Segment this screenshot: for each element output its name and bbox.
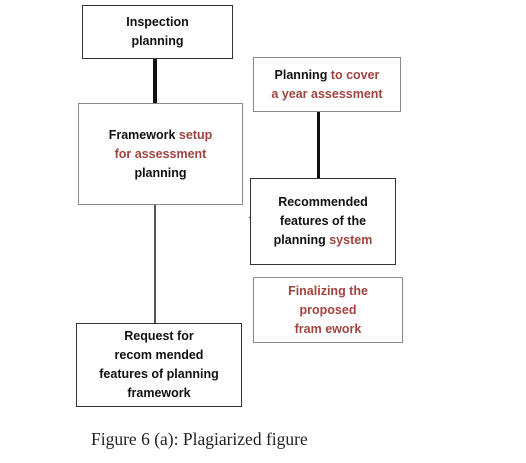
request-features-box: Request for recom mended features of pla… xyxy=(76,323,242,407)
planning-cover-box: Planning to cover a year assessment xyxy=(253,57,401,112)
request-features-line1: Request for xyxy=(124,329,194,343)
recommended-features-line1: Recommended xyxy=(278,195,368,209)
inspection-planning-line2: planning xyxy=(131,34,184,48)
recommended-features-line3-red: system xyxy=(329,233,373,247)
inspection-planning-box: Inspection planning xyxy=(82,5,233,59)
planning-cover-line1: Planning to cover xyxy=(271,66,382,85)
framework-setup-line1-black: Framework xyxy=(108,127,179,142)
figure-caption: Figure 6 (a): Plagiarized figure xyxy=(91,429,308,449)
planning-cover-line2: a year assessment xyxy=(271,86,383,101)
connector-framework-to-request xyxy=(154,205,156,324)
recommended-features-line3-black: planning xyxy=(273,233,330,247)
finalizing-box: Finalizing the proposed fram ework xyxy=(253,277,403,343)
framework-setup-line1-red: setup xyxy=(178,127,213,142)
recommended-features-line2: features of the xyxy=(279,214,367,228)
finalizing-line2: proposed xyxy=(299,302,357,317)
finalizing-line3: fram ework xyxy=(294,321,362,336)
framework-setup-box: Framework setup for assessment planning xyxy=(78,103,243,205)
request-features-line2: recom mended xyxy=(114,348,204,362)
request-features-line3: features of planning xyxy=(99,367,219,381)
inspection-planning-line1: Inspection xyxy=(126,15,189,29)
finalizing-line1: Finalizing the xyxy=(288,283,368,298)
connector-planning-cover-to-recommended xyxy=(317,112,320,179)
planning-cover-line1-black: Planning xyxy=(274,67,331,82)
framework-setup-line1: Framework setup xyxy=(109,126,213,145)
request-features-line4: framework xyxy=(127,386,191,400)
planning-cover-line1-red: to cover xyxy=(330,67,380,82)
connector-inspection-to-framework xyxy=(153,58,157,103)
recommended-features-box: Recommended features of the planning sys… xyxy=(250,178,396,265)
recommended-features-line3: planning system xyxy=(274,231,373,250)
framework-setup-line2: for assessment xyxy=(114,146,207,161)
framework-setup-line3: planning xyxy=(134,165,187,180)
